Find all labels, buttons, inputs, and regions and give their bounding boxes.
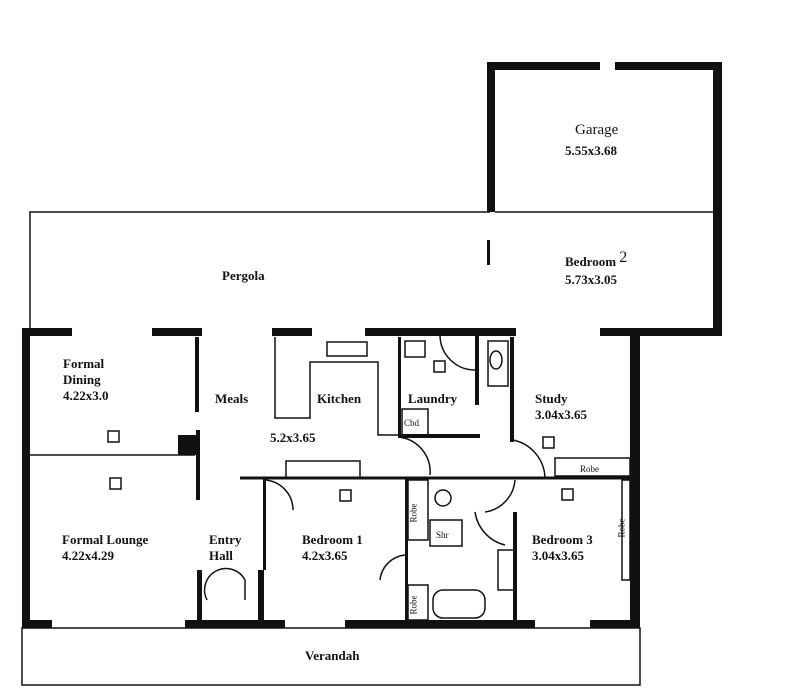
bedroom1-size: 4.2x3.65 bbox=[302, 548, 348, 563]
garage-size: 5.55x3.68 bbox=[565, 143, 617, 158]
bathtub bbox=[432, 589, 486, 619]
kitchen-counter bbox=[274, 337, 398, 436]
entry-hall-label-1: Entry bbox=[209, 532, 242, 547]
pergola-outline bbox=[29, 211, 490, 330]
bedroom2-label: Bedroom 2 bbox=[565, 250, 627, 270]
toilet-bowl bbox=[489, 350, 503, 370]
bedroom2-size: 5.73x3.05 bbox=[565, 272, 617, 287]
study-robe-label: Robe bbox=[580, 464, 599, 474]
verandah-outline bbox=[21, 627, 641, 686]
bedroom3-label: Bedroom 3 bbox=[532, 532, 593, 547]
laundry-tub bbox=[404, 340, 426, 358]
kitchen-label: Kitchen bbox=[317, 391, 362, 406]
bedroom2-number: 2 bbox=[619, 249, 628, 266]
formal-dining-size: 4.22x3.0 bbox=[63, 388, 109, 403]
formal-lounge-label: Formal Lounge bbox=[62, 532, 149, 547]
toilet bbox=[487, 340, 509, 387]
entry-door bbox=[203, 567, 246, 601]
bathroom-door bbox=[474, 511, 506, 546]
bedroom3-robe-label: Robe bbox=[616, 518, 627, 538]
kitchen-door bbox=[397, 436, 431, 476]
study-label: Study bbox=[535, 391, 568, 406]
bedroom1-door bbox=[262, 479, 294, 511]
meals-label: Meals bbox=[215, 391, 249, 406]
study-size: 3.04x3.65 bbox=[535, 407, 587, 422]
garage-label: Garage bbox=[575, 122, 619, 138]
formal-dining-label-1: Formal bbox=[63, 356, 105, 371]
laundry-label: Laundry bbox=[408, 391, 458, 406]
light-fixture bbox=[433, 360, 446, 373]
kitchen-bench bbox=[285, 460, 361, 479]
bath-robe-label: Robe bbox=[408, 503, 419, 523]
shower-label: Shr bbox=[436, 530, 449, 540]
light-fixture bbox=[542, 436, 555, 449]
kitchen-meals-size: 5.2x3.65 bbox=[270, 430, 316, 445]
study-door bbox=[512, 439, 546, 479]
robe-door bbox=[379, 554, 406, 581]
bedroom2-name: Bedroom bbox=[565, 254, 617, 269]
formal-lounge-size: 4.22x4.29 bbox=[62, 548, 114, 563]
vanity bbox=[497, 549, 516, 591]
laundry-door bbox=[439, 334, 476, 371]
pergola-label: Pergola bbox=[222, 268, 265, 283]
entry-hall-label-2: Hall bbox=[209, 548, 233, 563]
verandah-label: Verandah bbox=[305, 648, 360, 663]
basin bbox=[434, 489, 452, 507]
bedroom3-size: 3.04x3.65 bbox=[532, 548, 584, 563]
cupboard-label: Cbd bbox=[404, 418, 420, 428]
bath-robe2-label: Robe bbox=[408, 595, 419, 615]
light-fixture bbox=[107, 430, 120, 443]
light-fixture bbox=[561, 488, 574, 501]
bedroom3-door bbox=[484, 479, 516, 513]
light-fixture bbox=[109, 477, 122, 490]
bedroom1-label: Bedroom 1 bbox=[302, 532, 363, 547]
walls bbox=[22, 62, 722, 628]
shower-box bbox=[429, 519, 463, 547]
formal-dining-label-2: Dining bbox=[63, 372, 101, 387]
cooktop bbox=[326, 341, 368, 357]
light-fixture bbox=[339, 489, 352, 502]
